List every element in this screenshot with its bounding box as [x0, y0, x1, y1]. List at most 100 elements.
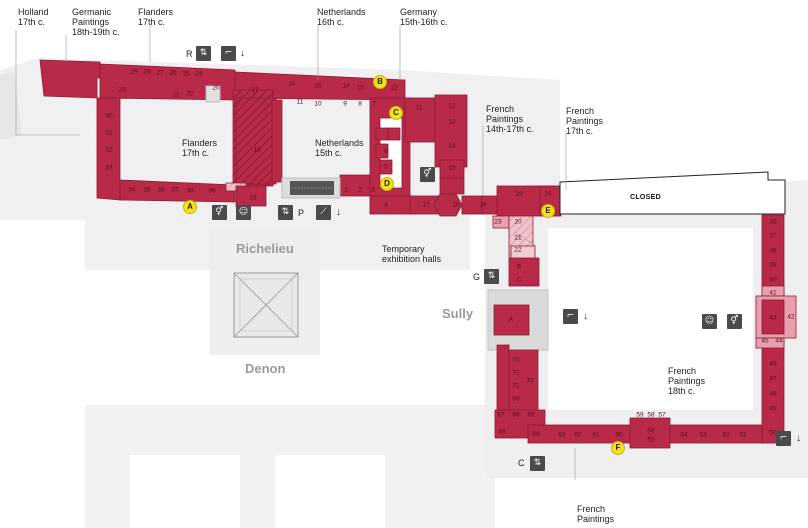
room-number: 7: [372, 100, 376, 108]
label-germanic-paintings: Germanic Paintings 18th-19th c.: [72, 7, 120, 37]
closed-area: [559, 171, 786, 215]
room-number: 31: [105, 129, 113, 137]
marker-c[interactable]: C: [389, 106, 403, 120]
room-number: 49: [769, 405, 777, 413]
elevator-icon[interactable]: ⇅: [278, 205, 293, 220]
room-number: 38: [769, 247, 777, 255]
room-number: 48: [769, 390, 777, 398]
access-r: R: [186, 49, 193, 59]
marker-d[interactable]: D: [380, 177, 394, 191]
toilets-icon[interactable]: ⚥: [212, 205, 227, 220]
stairs-icon[interactable]: ⌐: [221, 46, 236, 61]
label-french-bottom: French Paintings: [577, 504, 615, 524]
down-arrow-icon: ↓: [796, 433, 801, 444]
access-g: G: [473, 272, 481, 282]
baby-change-icon[interactable]: ☺: [236, 205, 251, 220]
room-number: 47: [769, 375, 777, 383]
room-number: 34: [128, 186, 136, 194]
label-temporary-exhibition: Temporary exhibition halls: [382, 244, 442, 264]
label-flanders-top: Flanders 17th c.: [138, 7, 174, 27]
baby-change-icon[interactable]: ☺: [702, 314, 717, 329]
room-number: 51: [739, 431, 747, 439]
room-number: 39: [769, 261, 777, 269]
room-number: 36: [157, 186, 165, 194]
marker-a[interactable]: A: [183, 200, 197, 214]
room-number: 43: [769, 314, 777, 322]
room-number: 60: [615, 431, 623, 439]
elevator-icon[interactable]: ⇅: [530, 456, 545, 471]
room-number: 14: [448, 142, 456, 150]
room-number: 38: [186, 187, 194, 195]
room-number: 56: [647, 427, 655, 435]
room-number: 53: [699, 431, 707, 439]
room-number: 5: [384, 163, 388, 171]
room-number: C: [516, 276, 522, 284]
room-number: 23: [494, 218, 502, 226]
room-number: 61: [592, 431, 600, 439]
room-number: 57: [658, 411, 666, 419]
label-french-18: French Paintings 18th c.: [668, 366, 706, 396]
room-number: 41: [769, 289, 777, 297]
room-number: 70: [526, 377, 534, 385]
room-number: 44: [775, 337, 783, 345]
room-number: 58: [647, 411, 655, 419]
closed-label: CLOSED: [630, 194, 661, 201]
room-number: 73: [512, 356, 520, 364]
elevator-icon[interactable]: ⇅: [196, 46, 211, 61]
marker-f[interactable]: F: [611, 441, 625, 455]
room-number: 2: [358, 186, 362, 194]
room-number: 14: [342, 82, 350, 90]
room-number: 25: [182, 70, 190, 78]
room-number: 10: [314, 100, 322, 108]
label-netherlands-inner: Netherlands 15th c.: [315, 138, 364, 158]
wing-richelieu: Richelieu: [236, 241, 294, 256]
room-number: 24: [544, 190, 552, 198]
stairs-icon[interactable]: ⌐: [776, 431, 791, 446]
room-number: 40: [769, 276, 777, 284]
room-number: 26: [169, 69, 177, 77]
room-number: 23: [118, 86, 126, 94]
sully-galleries: [487, 185, 797, 449]
room-number: 37: [769, 232, 777, 240]
elevator-icon[interactable]: ⇅: [484, 269, 499, 284]
marker-e[interactable]: E: [541, 204, 555, 218]
room-number: 22: [514, 246, 522, 254]
room-number: 35: [143, 186, 151, 194]
richelieu-galleries: [39, 59, 498, 217]
room-number: 27: [156, 69, 164, 77]
room-number: 21: [514, 234, 522, 242]
down-arrow-icon: ↓: [336, 207, 341, 218]
richelieu-center-hall: [205, 85, 341, 199]
toilets-icon[interactable]: ⚥: [420, 167, 435, 182]
room-number: 72: [512, 369, 520, 377]
room-number: 8: [358, 100, 362, 108]
room-number: 13: [356, 84, 364, 92]
room-number: 50: [769, 429, 777, 437]
room-number: 54: [680, 431, 688, 439]
room-number: 64: [532, 430, 540, 438]
access-c: C: [518, 458, 525, 468]
room-number: 11: [415, 104, 423, 112]
access-p: P: [298, 208, 305, 218]
label-french-17: French Paintings 17th c.: [566, 106, 604, 136]
label-germany: Germany 15th-16th c.: [400, 7, 448, 27]
stairs-icon[interactable]: ⌐: [563, 309, 578, 324]
room-number: 4: [384, 201, 388, 209]
label-french-14-17: French Paintings 14th-17th c.: [486, 104, 534, 134]
room-number: 33: [105, 164, 113, 172]
room-number: 69: [512, 395, 520, 403]
room-number: 20: [212, 84, 220, 92]
room-number: 52: [722, 431, 730, 439]
wing-denon: Denon: [245, 361, 286, 376]
room-number: A: [508, 316, 514, 324]
marker-b[interactable]: B: [373, 75, 387, 89]
room-number: 59: [636, 411, 644, 419]
escalator-icon[interactable]: ⟋: [316, 205, 331, 220]
room-number: 11: [296, 98, 304, 106]
room-number: 18: [479, 201, 487, 209]
toilets-icon[interactable]: ⚥: [727, 314, 742, 329]
room-number: 67: [497, 411, 505, 419]
room-number: 18: [253, 146, 261, 154]
room-number: B: [516, 263, 522, 271]
room-number: 17: [422, 201, 430, 209]
